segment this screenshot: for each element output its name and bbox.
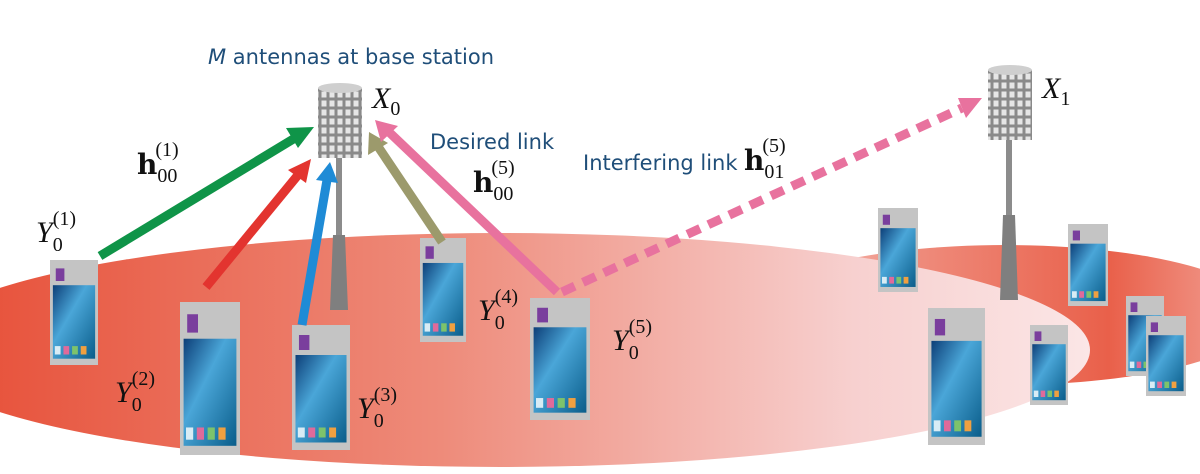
- link-arrow-2: [202, 172, 302, 290]
- user-phone-4: [420, 238, 466, 342]
- channel-label-h00-1: h00(1): [137, 139, 179, 187]
- desired-link-arrow-5: [386, 129, 561, 296]
- user-phone-2: [180, 302, 240, 455]
- user-label-4: Y0(4): [478, 286, 518, 334]
- user-label-2: Y0(2): [115, 368, 155, 416]
- antenna-array-icon: [318, 88, 362, 158]
- neighbor-phone: [878, 208, 918, 292]
- neighbor-phone: [1030, 325, 1068, 405]
- user-phone-1: [50, 260, 98, 365]
- desired-link-label: Desired link: [430, 130, 555, 154]
- user-phone-3: [292, 325, 350, 450]
- channel-label-h00-5: h00(5): [473, 157, 515, 205]
- neighbor-phone: [1146, 316, 1186, 396]
- station-label-x1: X1: [1041, 72, 1070, 110]
- station-label-x0: X0: [371, 82, 400, 120]
- user-label-5: Y0(5): [612, 316, 652, 364]
- interfering-link-arrow: [560, 103, 964, 297]
- base-station-label: M antennas at base station: [208, 45, 494, 69]
- channel-label-h01-5: h01(5): [744, 135, 786, 183]
- neighbor-phone: [928, 308, 985, 445]
- user-label-3: Y0(3): [357, 384, 397, 432]
- link-arrow-4: [375, 145, 446, 245]
- user-phone-5: [530, 298, 590, 420]
- base-station-tower-0: [318, 83, 362, 310]
- antenna-array-icon: [988, 70, 1032, 140]
- link-arrow-1: [97, 134, 298, 260]
- user-label-1: Y0(1): [36, 208, 76, 256]
- link-arrow-3: [297, 179, 332, 326]
- base-station-tower-1: [988, 65, 1032, 300]
- neighbor-phone: [1068, 224, 1108, 306]
- interfering-link-label: Interfering link: [583, 151, 738, 175]
